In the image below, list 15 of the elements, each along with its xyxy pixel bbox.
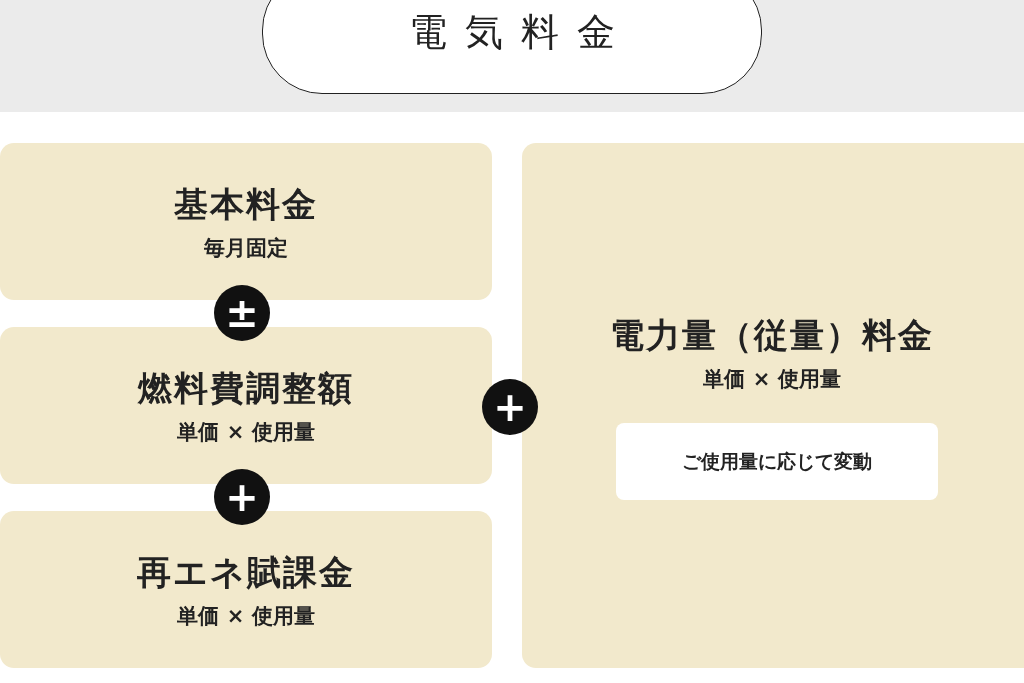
note-text: ご使用量に応じて変動 bbox=[682, 448, 872, 474]
fee-heading: 電力量（従量）料金 bbox=[610, 314, 934, 357]
note-box bbox=[616, 423, 938, 500]
fee-heading: 再エネ賦課金 bbox=[137, 550, 355, 594]
fee-description: 単価 × 使用量 bbox=[703, 366, 841, 393]
fee-heading: 燃料費調整額 bbox=[138, 366, 354, 410]
fee-description: 毎月固定 bbox=[204, 234, 288, 262]
fee-heading: 基本料金 bbox=[174, 182, 318, 226]
fee-card bbox=[0, 143, 492, 300]
fee-card bbox=[0, 511, 492, 668]
title: 電気料金 bbox=[408, 8, 633, 56]
fee-description: 単価 × 使用量 bbox=[177, 418, 315, 446]
fee-card bbox=[0, 327, 492, 484]
fee-card bbox=[522, 143, 1024, 668]
fee-description: 単価 × 使用量 bbox=[177, 602, 315, 630]
